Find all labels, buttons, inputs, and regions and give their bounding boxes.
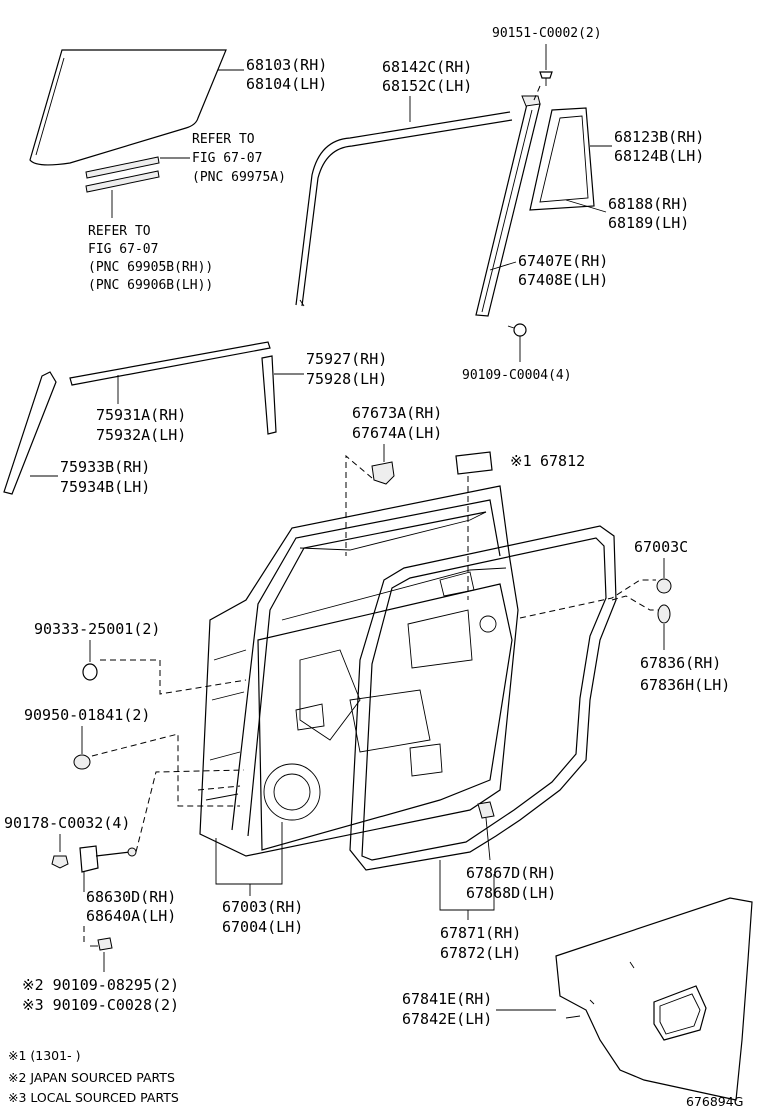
upper-rh-label: 75927(RH) [306,350,387,368]
refer1-line-a: REFER TO [192,132,255,147]
pad-icon [455,451,493,475]
bracket-rh-label: 67673A(RH) [352,404,442,422]
qweather-lh-label: 68189(LH) [608,214,689,232]
frame-rh-label: 67407E(RH) [518,252,608,270]
frame-lh-label: 67408E(LH) [518,271,608,289]
wstrip2-lh-label: 67872(LH) [440,944,521,962]
door-lh-label: 67004(LH) [222,918,303,936]
qweather-rh-label: 68188(RH) [608,195,689,213]
glass-run [295,111,513,307]
screw-top-label: 90151-C0002(2) [492,26,602,41]
check-rh-label: 68630D(RH) [86,888,176,906]
plug-rh-label: 67836(RH) [640,654,721,672]
plug-rh-icon [657,604,671,624]
glass-rh-label: 68103(RH) [246,56,327,74]
door-rh-label: 67003(RH) [222,898,303,916]
rear-sash-frame [475,95,541,317]
hole-plug-label: 90333-25001(2) [34,620,160,638]
service-cover [555,897,753,1101]
glass-lh-label: 68104(LH) [246,75,327,93]
upper-moulding [261,355,277,435]
run-lh-label: 68152C(LH) [382,77,472,95]
note-2: ※2 JAPAN SOURCED PARTS [8,1070,175,1085]
qglass-lh-label: 68124B(LH) [614,147,704,165]
refer2-line-d: (PNC 69906B(LH)) [88,278,213,293]
glass-strips [85,156,160,218]
run-rh-label: 68142C(RH) [382,58,472,76]
figure-id: 676894G [686,1094,743,1109]
pad-mark: ※1 [510,452,532,470]
nut-label: 90178-C0032(4) [4,814,130,832]
bolt-b-label: ※3 90109-C0028(2) [22,996,179,1014]
upper-lh-label: 75928(LH) [306,370,387,388]
qglass-rh-label: 68123B(RH) [614,128,704,146]
wstrip-rh-label: 67867D(RH) [466,864,556,882]
pad-label: 67812 [540,452,585,470]
bolt-a-label: ※2 90109-08295(2) [22,976,179,994]
plug-c-icon [656,578,672,594]
wstrip-lh-label: 67868D(LH) [466,884,556,902]
cover-lh-label: 67842E(LH) [402,1010,492,1028]
cover-rh-label: 67841E(RH) [402,990,492,1008]
door-weatherstrip [349,525,617,871]
refer2-line-c: (PNC 69905B(RH)) [88,260,213,275]
door-glass [29,49,227,166]
clip-icon [477,801,495,819]
refer1-line-c: (PNC 69975A) [192,170,286,185]
refer2-line-b: FIG 67-07 [88,242,158,257]
door-check-icon [79,845,137,873]
hole-plug-icon [82,663,98,681]
bracket-icon [371,461,395,485]
pillar-moulding [3,371,57,495]
plug-small-label: 90950-01841(2) [24,706,150,724]
refer1-line-b: FIG 67-07 [192,151,262,166]
check-lh-label: 68640A(LH) [86,907,176,925]
pillar-rh-label: 75933B(RH) [60,458,150,476]
bracket-lh-label: 67674A(LH) [352,424,442,442]
plug-c-label: 67003C [634,538,688,556]
refer2-line-a: REFER TO [88,224,151,239]
bolt-frame-label: 90109-C0004(4) [462,368,572,383]
door-panel [199,485,519,857]
quarter-glass [529,107,595,211]
belt-rh-label: 75931A(RH) [96,406,186,424]
note-3: ※3 LOCAL SOURCED PARTS [8,1090,179,1105]
bolt-bottom-icon [90,937,113,951]
screw-top-icon [539,71,553,86]
pillar-lh-label: 75934B(LH) [60,478,150,496]
belt-lh-label: 75932A(LH) [96,426,186,444]
wstrip2-rh-label: 67871(RH) [440,924,521,942]
bolt-frame-icon [507,323,527,337]
note-1: ※1 (1301- ) [8,1048,80,1063]
nut-icon [51,855,69,869]
belt-moulding [69,341,271,386]
plug-lh-label: 67836H(LH) [640,676,730,694]
plug-small-icon [73,754,91,770]
